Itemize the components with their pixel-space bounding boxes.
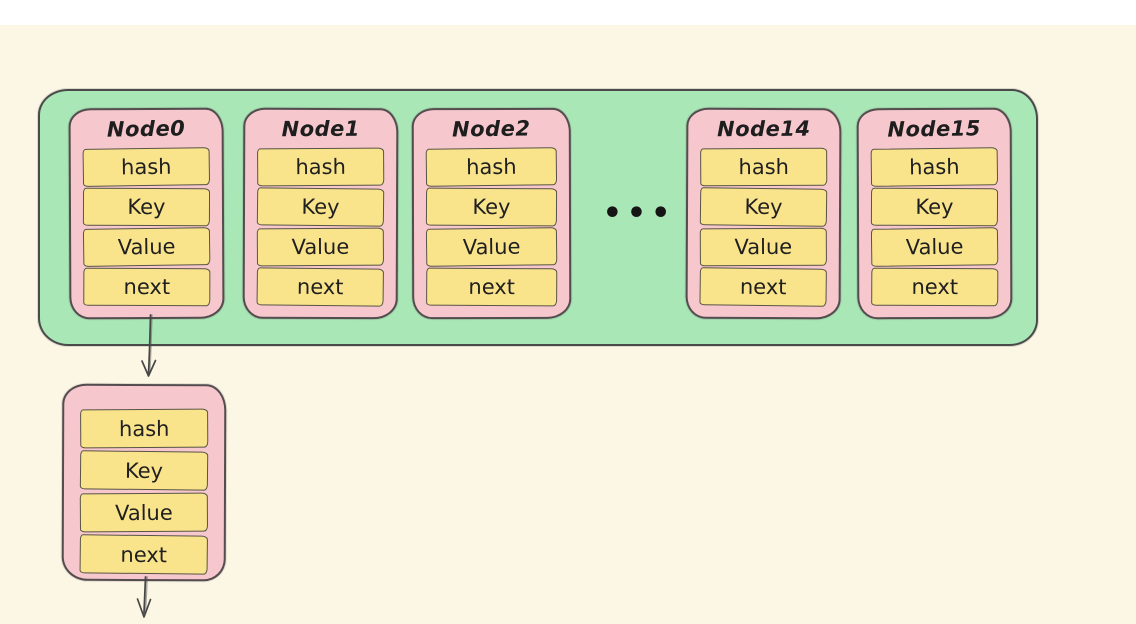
arrow-chained-node-next xyxy=(136,576,152,618)
field-value: Value xyxy=(425,227,558,267)
node-card-node1: Node1 hash Key Value next xyxy=(242,107,399,320)
node-card-node2: Node2 hash Key Value next xyxy=(411,107,572,320)
field-hash: hash xyxy=(80,408,209,449)
field-next: next xyxy=(79,534,208,575)
field-hash: hash xyxy=(700,147,828,187)
field-value: Value xyxy=(870,227,999,267)
field-hash: hash xyxy=(870,147,999,187)
chained-node-card: hash Key Value next xyxy=(61,383,227,582)
node-title: Node0 xyxy=(106,116,186,142)
field-value: Value xyxy=(82,227,211,267)
field-key: Key xyxy=(79,450,209,491)
field-value: Value xyxy=(256,227,384,267)
field-key: Key xyxy=(82,187,211,227)
node-fields: hash Key Value next xyxy=(859,147,1011,318)
field-key: Key xyxy=(870,187,999,227)
field-key: Key xyxy=(256,187,385,227)
field-next: next xyxy=(83,267,211,307)
field-value: Value xyxy=(699,227,827,267)
node-card-node0: Node0 hash Key Value next xyxy=(68,107,225,320)
top-white-strip xyxy=(0,0,1136,25)
node-fields: hash Key Value next xyxy=(71,147,223,318)
field-next: next xyxy=(256,267,384,307)
node-fields: hash Key Value next xyxy=(64,386,225,581)
node-card-node15: Node15 hash Key Value next xyxy=(856,107,1013,320)
field-value: Value xyxy=(79,492,209,533)
field-hash: hash xyxy=(257,147,385,187)
node-fields: hash Key Value next xyxy=(414,147,569,317)
node-fields: hash Key Value next xyxy=(245,147,397,318)
field-next: next xyxy=(699,267,827,307)
field-key: Key xyxy=(425,187,558,227)
node-fields: hash Key Value next xyxy=(688,147,840,318)
hidden-buckets-ellipsis: ••• xyxy=(602,195,676,231)
field-hash: hash xyxy=(425,147,558,187)
field-hash: hash xyxy=(82,147,211,187)
field-next: next xyxy=(871,267,999,307)
field-key: Key xyxy=(699,187,828,227)
node-title: Node2 xyxy=(451,116,531,142)
node-card-node14: Node14 hash Key Value next xyxy=(685,107,842,320)
field-next: next xyxy=(426,267,558,307)
node-title: Node15 xyxy=(887,116,982,142)
node-title: Node1 xyxy=(281,116,361,142)
node-title: Node14 xyxy=(717,116,811,142)
